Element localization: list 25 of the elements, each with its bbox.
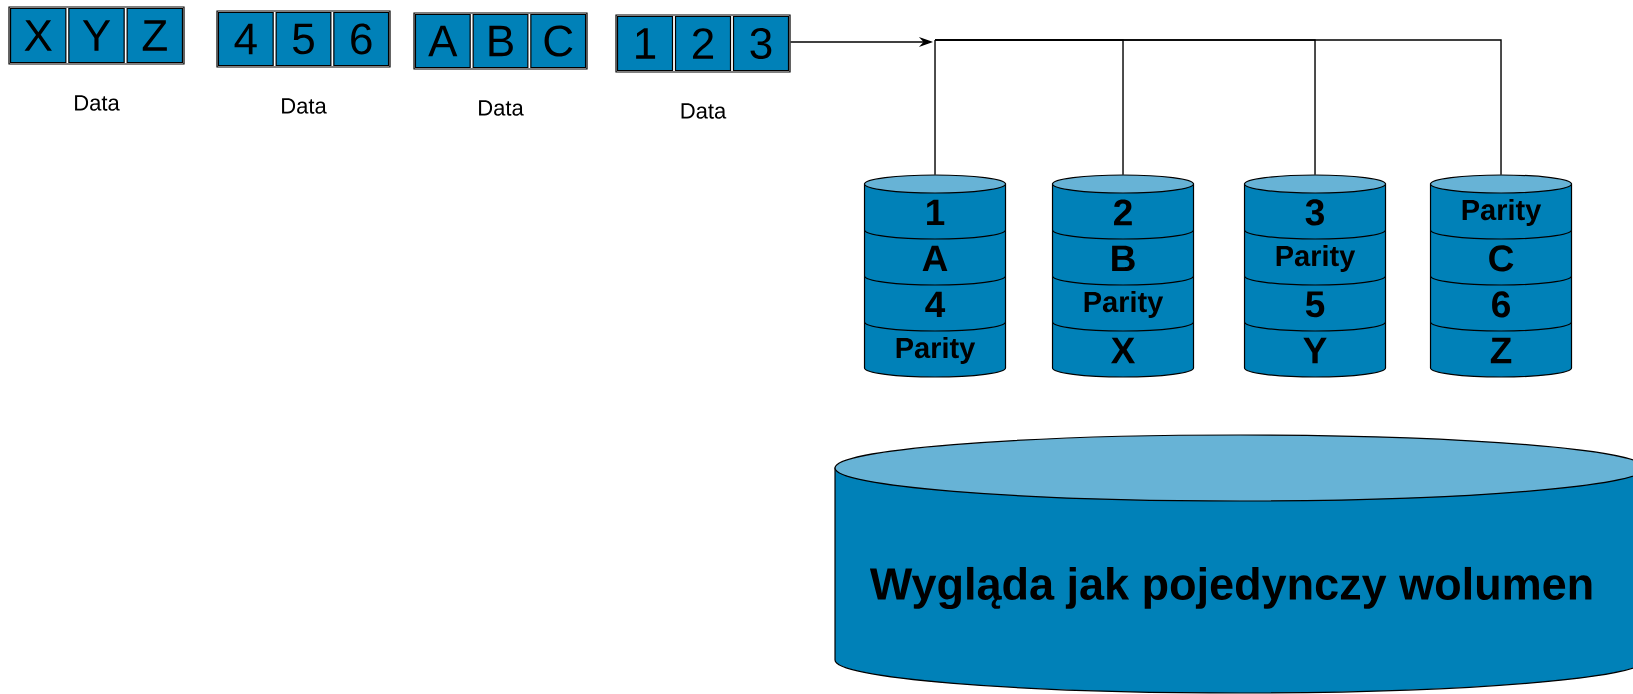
block-group [615,14,791,73]
data-cell: 6 [333,11,390,67]
data-cell: X [9,7,67,64]
block-group [413,12,588,70]
block-label: Data [681,103,727,119]
block-group [8,6,185,65]
data-cell: 2 [674,15,732,72]
volume-cylinder: Wygląda jak pojedynczy wolumen [834,434,1633,694]
data-cell: A [414,13,471,69]
data-cell: B [472,13,529,69]
block-label: Data [75,95,120,111]
data-cell: 5 [275,11,332,67]
data-cell: 3 [732,15,790,72]
disk-stack: Parity C 6 Z [1429,174,1573,378]
data-cell: Y [68,7,125,64]
disk-stack: 1 A 4 Parity [863,174,1007,378]
data-cell: 1 [616,15,674,72]
block-label: Data [282,98,327,114]
block-group [216,10,391,68]
block-label: Data [479,100,524,116]
disk-stack: 3 Parity 5 Y [1243,174,1387,378]
disk-stack: 2 B Parity X [1051,174,1195,378]
data-cell: C [530,13,587,69]
data-cell: 4 [217,11,274,67]
data-cell: Z [126,7,184,64]
